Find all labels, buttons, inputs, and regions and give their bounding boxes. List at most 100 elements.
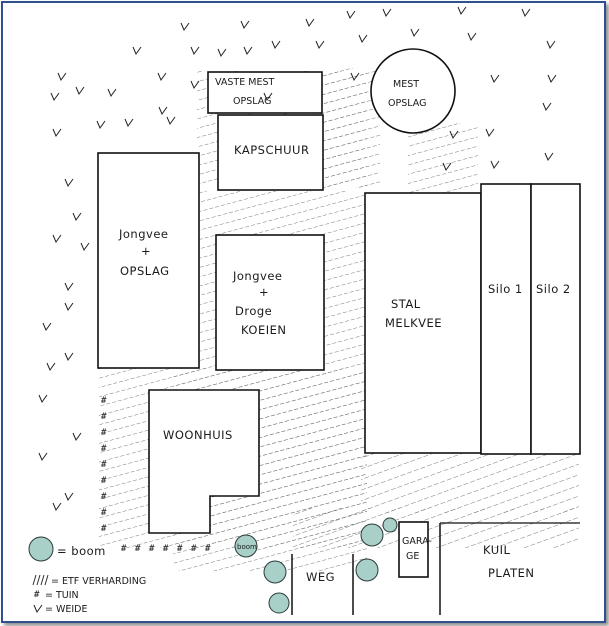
weide-check-mark bbox=[52, 128, 62, 138]
area-kuil-platen: KUIL PLATEN bbox=[439, 522, 580, 615]
svg-text:#: # bbox=[101, 476, 107, 486]
road-weg: WEG bbox=[291, 554, 354, 615]
weide-check-mark bbox=[52, 234, 62, 244]
weide-check-mark bbox=[485, 128, 495, 138]
weide-check-mark bbox=[243, 46, 253, 56]
weide-check-mark bbox=[358, 34, 368, 44]
svg-text:#: # bbox=[101, 412, 107, 422]
weide-check-mark bbox=[57, 72, 67, 82]
svg-text:#: # bbox=[101, 508, 107, 518]
weide-check-mark bbox=[46, 362, 56, 372]
label-melkvee: MELKVEE bbox=[385, 316, 442, 330]
legend-boom-text: = boom bbox=[57, 544, 106, 558]
label-vaste-mest: VASTE MEST bbox=[215, 77, 274, 88]
legend-tuin-text: = TUIN bbox=[45, 590, 79, 601]
weide-check-mark bbox=[442, 162, 452, 172]
label-weg: WEG bbox=[306, 570, 335, 584]
label-platen: PLATEN bbox=[488, 566, 534, 580]
legend-etf-text: = ETF VERHARDING bbox=[51, 576, 146, 587]
weide-check-mark bbox=[346, 10, 356, 20]
farm-site-plan: VASTE MEST OPSLAG MEST OPSLAG KAPSCHUUR … bbox=[28, 6, 581, 615]
weide-check-mark bbox=[124, 118, 134, 128]
label-boom-tree: boom bbox=[237, 543, 257, 551]
weide-check-mark bbox=[271, 40, 281, 50]
weide-check-mark bbox=[180, 22, 190, 32]
weide-check-mark bbox=[190, 80, 200, 90]
label-silo-2: Silo 2 bbox=[536, 282, 571, 296]
building-silo-1: Silo 1 bbox=[480, 183, 532, 455]
building-jongvee-opslag: Jongvee + OPSLAG bbox=[97, 152, 200, 369]
svg-text:#: # bbox=[177, 544, 183, 554]
label-woonhuis: WOONHUIS bbox=[163, 428, 233, 442]
weide-check-mark bbox=[410, 28, 420, 38]
weide-marks bbox=[38, 6, 557, 512]
building-jongvee-droge-koeien: Jongvee + Droge KOEIEN bbox=[215, 234, 325, 371]
label-koeien: KOEIEN bbox=[241, 323, 287, 337]
weide-check-mark bbox=[38, 394, 48, 404]
weide-check-mark bbox=[240, 20, 250, 30]
weide-check-mark bbox=[315, 40, 325, 50]
svg-text:#: # bbox=[101, 524, 107, 534]
weide-check-mark bbox=[42, 322, 52, 332]
weide-check-mark bbox=[72, 212, 82, 222]
svg-text:#: # bbox=[135, 544, 141, 554]
legend-weide-text: = WEIDE bbox=[45, 604, 88, 615]
weide-check-mark bbox=[64, 178, 74, 188]
legend-boom-symbol bbox=[28, 536, 54, 562]
weide-check-mark bbox=[546, 40, 556, 50]
weide-check-mark bbox=[157, 72, 167, 82]
label-stal: STAL bbox=[391, 297, 421, 311]
label-garage-1: GARA- bbox=[402, 536, 432, 547]
svg-text:#: # bbox=[163, 544, 169, 554]
weide-check-mark bbox=[350, 72, 360, 82]
label-vaste-mest-opslag: OPSLAG bbox=[233, 96, 271, 107]
building-silo-2: Silo 2 bbox=[530, 183, 581, 455]
weide-check-mark bbox=[52, 502, 62, 512]
weide-check-mark bbox=[80, 242, 90, 252]
tuin-boundary-marks: # # # # # # # # # # # # # # # # bbox=[101, 396, 211, 554]
building-woonhuis: WOONHUIS bbox=[148, 389, 260, 534]
legend: = boom = ETF VERHARDING # = TUIN = WEIDE bbox=[28, 536, 146, 615]
label-garage-2: GE bbox=[406, 551, 419, 562]
weide-check-mark bbox=[96, 120, 106, 130]
building-vaste-mest-opslag: VASTE MEST OPSLAG bbox=[207, 71, 323, 114]
label-opslag: OPSLAG bbox=[120, 264, 170, 278]
weide-check-mark bbox=[64, 352, 74, 362]
building-kapschuur: KAPSCHUUR bbox=[217, 114, 324, 191]
label-droge: Droge bbox=[235, 304, 272, 318]
weide-check-mark bbox=[449, 130, 459, 140]
weide-check-mark bbox=[64, 492, 74, 502]
label-mest: MEST bbox=[393, 79, 419, 90]
weide-check-mark bbox=[521, 8, 531, 18]
weide-check-mark bbox=[166, 116, 176, 126]
svg-text:#: # bbox=[101, 444, 107, 454]
weide-check-mark bbox=[64, 302, 74, 312]
weide-check-mark bbox=[132, 46, 142, 56]
weide-check-mark bbox=[38, 452, 48, 462]
building-mest-opslag: MEST OPSLAG bbox=[370, 48, 456, 134]
label-kapschuur: KAPSCHUUR bbox=[234, 143, 309, 157]
weide-check-mark bbox=[75, 86, 85, 96]
weide-check-mark bbox=[457, 6, 467, 16]
label-jongvee-2: Jongvee bbox=[232, 269, 282, 283]
weide-check-mark bbox=[263, 92, 273, 102]
boom-trees: boom bbox=[234, 517, 398, 614]
weide-check-mark bbox=[158, 106, 168, 116]
weide-check-mark bbox=[547, 74, 557, 84]
weide-check-mark bbox=[544, 152, 554, 162]
svg-text:#: # bbox=[101, 396, 107, 406]
legend-tuin-symbol: # bbox=[34, 590, 40, 600]
label-jongvee-1: Jongvee bbox=[118, 227, 168, 241]
weide-check-mark bbox=[72, 432, 82, 442]
label-mest-opslag: OPSLAG bbox=[388, 98, 426, 109]
weide-check-mark bbox=[190, 46, 200, 56]
building-garage: GARA- GE bbox=[398, 521, 432, 578]
weide-check-mark bbox=[50, 92, 60, 102]
svg-text:#: # bbox=[101, 460, 107, 470]
weide-check-mark bbox=[542, 102, 552, 112]
building-stal-melkvee: STAL MELKVEE bbox=[364, 192, 482, 454]
weide-check-mark bbox=[64, 282, 74, 292]
svg-text:#: # bbox=[121, 544, 127, 554]
legend-weide-symbol bbox=[33, 604, 43, 614]
